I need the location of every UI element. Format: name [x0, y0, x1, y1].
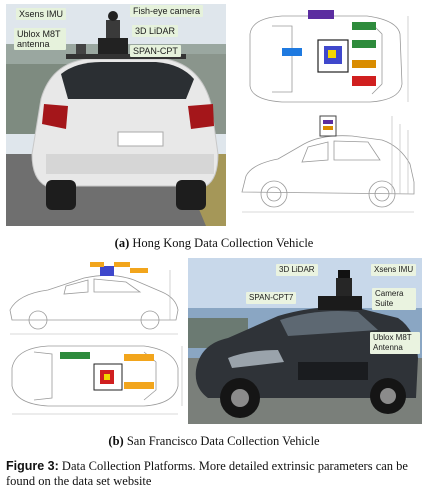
- sf-caption-text: San Francisco Data Collection Vehicle: [126, 434, 320, 448]
- sf-vehicle-photo: [188, 258, 422, 424]
- figure-caption: Figure 3: Data Collection Platforms. Mor…: [6, 459, 422, 489]
- sf-label-span-cpt7: SPAN-CPT7: [246, 292, 297, 304]
- sf-caption-tag: (b): [108, 434, 124, 448]
- hk-label-ublox-antenna: Ublox M8T antenna: [14, 28, 66, 50]
- hk-caption: (a) Hong Kong Data Collection Vehicle: [0, 236, 428, 250]
- figure-caption-text: Data Collection Platforms. More detailed…: [6, 459, 408, 488]
- sf-label-xsens-imu: Xsens IMU: [371, 264, 417, 276]
- hk-caption-text: Hong Kong Data Collection Vehicle: [132, 236, 314, 250]
- sf-caption: (b) San Francisco Data Collection Vehicl…: [0, 434, 428, 448]
- hk-sensor-layout-drawing: [232, 4, 422, 226]
- hk-label-3d-lidar: 3D LiDAR: [132, 25, 179, 37]
- sf-label-ublox-antenna: Ublox M8T Antenna: [370, 332, 420, 354]
- figure-label: Figure 3:: [6, 459, 59, 473]
- hk-label-fisheye-camera: Fish-eye camera: [130, 5, 204, 17]
- sf-label-3d-lidar: 3D LiDAR: [276, 264, 318, 276]
- sf-label-camera-suite: Camera Suite: [372, 288, 416, 310]
- sf-sensor-layout-drawing: [4, 258, 184, 420]
- hk-vehicle-photo: [6, 4, 226, 226]
- hk-label-xsens-imu: Xsens IMU: [16, 8, 67, 20]
- hk-label-span-cpt: SPAN-CPT: [130, 45, 181, 57]
- hk-caption-tag: (a): [114, 236, 130, 250]
